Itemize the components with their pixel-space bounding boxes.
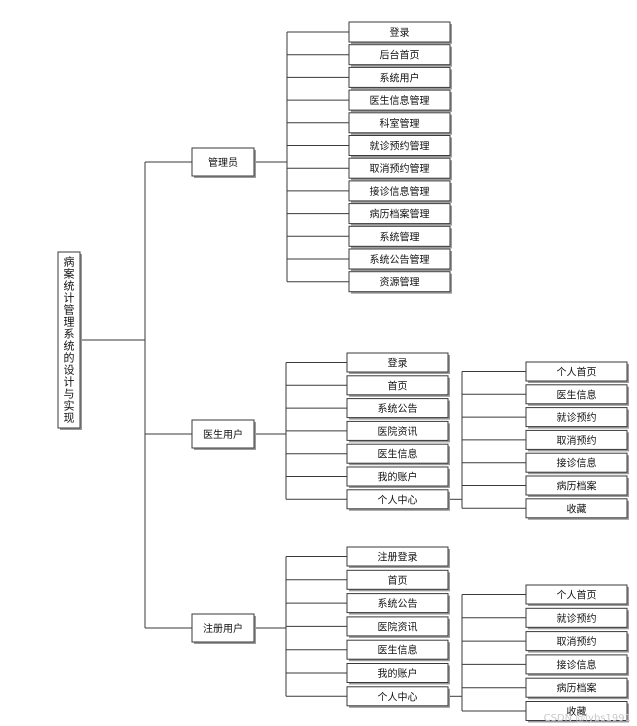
- function-item-label: 医生信息: [378, 448, 418, 461]
- function-item-label: 后台首页: [380, 49, 420, 62]
- watermark: CSDN @lybs1991: [543, 713, 631, 724]
- personal-center-item-label: 个人首页: [557, 366, 597, 379]
- personal-center-item-label: 医生信息: [557, 388, 597, 401]
- function-item: 注册登录: [346, 546, 450, 568]
- function-item: 医生信息: [346, 443, 450, 466]
- role-node-label: 注册用户: [203, 622, 243, 635]
- role-node-label: 医生用户: [203, 428, 243, 441]
- function-item: 接诊信息管理: [348, 180, 452, 203]
- function-item: 医生信息: [346, 639, 450, 662]
- function-item-label: 系统用户: [380, 71, 420, 84]
- personal-center-item: 取消预约: [525, 429, 629, 452]
- function-item-label: 就诊预约管理: [370, 140, 430, 153]
- personal-center-item: 个人首页: [525, 361, 629, 383]
- personal-center-item-label: 就诊预约: [557, 411, 597, 424]
- function-item: 就诊预约管理: [348, 135, 452, 158]
- personal-center-item-label: 病历档案: [557, 682, 597, 695]
- function-item-label: 注册登录: [378, 551, 418, 564]
- function-item: 首页: [346, 569, 450, 592]
- function-item: 首页: [346, 375, 450, 397]
- function-item: 病历档案管理: [348, 203, 452, 226]
- function-item: 医院资讯: [346, 420, 450, 443]
- personal-center-item: 接诊信息: [525, 654, 629, 676]
- function-item-label: 接诊信息管理: [370, 185, 430, 198]
- function-item: 取消预约管理: [348, 157, 452, 181]
- role-node: 管理员: [191, 147, 256, 178]
- function-item-label: 登录: [390, 26, 410, 39]
- personal-center-item: 病历档案: [525, 677, 629, 700]
- function-item-label: 病历档案管理: [370, 208, 430, 221]
- function-item: 系统公告: [346, 593, 450, 615]
- function-item: 个人中心: [346, 489, 450, 511]
- function-item: 我的账户: [346, 466, 450, 488]
- personal-center-item: 病历档案: [525, 475, 629, 497]
- function-item: 系统管理: [348, 225, 452, 249]
- personal-center-item: 收藏: [525, 498, 629, 520]
- function-item-label: 资源管理: [380, 276, 420, 289]
- personal-center-item: 就诊预约: [525, 607, 629, 630]
- function-item: 医院资讯: [346, 616, 450, 638]
- personal-center-item-label: 取消预约: [557, 434, 597, 447]
- function-item-label: 医生信息: [378, 644, 418, 657]
- function-item-label: 医院资讯: [378, 425, 418, 438]
- function-item: 系统公告: [346, 398, 450, 420]
- root-node: 病案统计管理系统的设计与实现: [57, 251, 82, 430]
- function-item: 登录: [348, 21, 452, 44]
- role-node-label: 管理员: [208, 156, 238, 169]
- personal-center-item-label: 就诊预约: [557, 612, 597, 625]
- function-item-label: 个人中心: [378, 690, 418, 703]
- function-item-label: 科室管理: [380, 117, 420, 130]
- personal-center-item: 就诊预约: [525, 407, 629, 429]
- function-item-label: 系统公告: [378, 402, 418, 415]
- function-item: 系统用户: [348, 66, 452, 90]
- function-item: 科室管理: [348, 112, 452, 135]
- function-item-label: 系统公告: [378, 597, 418, 610]
- personal-center-item: 医生信息: [525, 384, 629, 406]
- personal-center-item-label: 收藏: [567, 705, 587, 718]
- diagram-nodes: 病案统计管理系统的设计与实现管理员登录后台首页系统用户医生信息管理科室管理就诊预…: [57, 21, 629, 723]
- function-item-label: 系统公告管理: [370, 253, 430, 266]
- connector-lines: [80, 31, 526, 712]
- function-item-label: 我的账户: [378, 471, 418, 484]
- function-item: 资源管理: [348, 271, 452, 294]
- function-item-label: 登录: [388, 357, 408, 370]
- personal-center-item-label: 收藏: [567, 502, 587, 515]
- root-label: 病案统计管理系统的设计与实现: [64, 255, 75, 425]
- function-item-label: 个人中心: [378, 493, 418, 506]
- personal-center-item: 收藏: [525, 701, 629, 723]
- personal-center-item-label: 取消预约: [557, 635, 597, 648]
- function-item-label: 取消预约管理: [370, 162, 430, 175]
- function-item-label: 医院资讯: [378, 620, 418, 633]
- function-item-label: 医生信息管理: [370, 94, 430, 107]
- function-item-label: 首页: [388, 574, 408, 587]
- personal-center-item-label: 个人首页: [557, 589, 597, 602]
- function-item-label: 首页: [388, 379, 408, 392]
- personal-center-item: 取消预约: [525, 631, 629, 653]
- function-item: 后台首页: [348, 44, 452, 67]
- personal-center-item-label: 病历档案: [557, 480, 597, 493]
- role-node: 注册用户: [191, 613, 256, 644]
- function-item: 系统公告管理: [348, 248, 452, 271]
- function-item: 医生信息管理: [348, 89, 452, 113]
- function-item-label: 我的账户: [378, 667, 418, 680]
- personal-center-item-label: 接诊信息: [557, 457, 597, 470]
- function-item: 登录: [346, 352, 450, 374]
- personal-center-item: 个人首页: [525, 584, 629, 606]
- function-item-label: 系统管理: [380, 230, 420, 243]
- role-node: 医生用户: [191, 419, 256, 450]
- personal-center-item-label: 接诊信息: [557, 658, 597, 671]
- function-item: 我的账户: [346, 663, 450, 685]
- function-item: 个人中心: [346, 686, 450, 708]
- personal-center-item: 接诊信息: [525, 452, 629, 475]
